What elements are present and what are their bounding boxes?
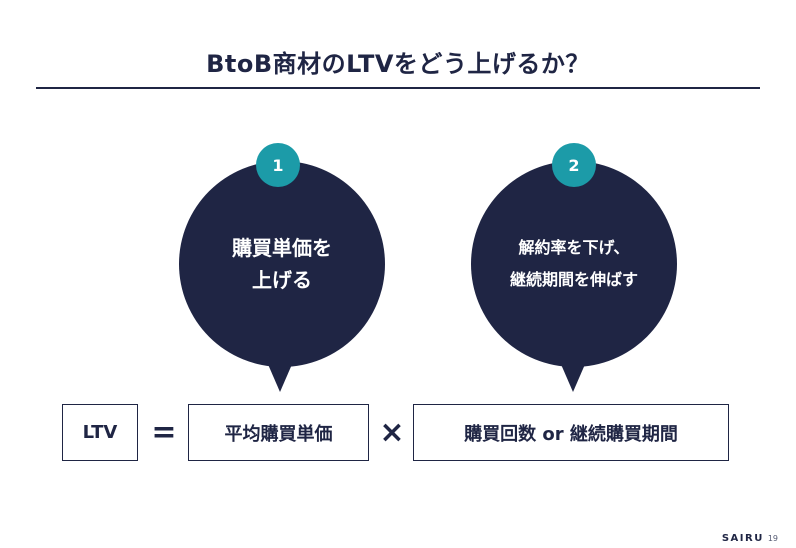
speech-bubble-2-tail bbox=[560, 362, 586, 392]
speech-bubble-1: 購買単価を 上げる bbox=[179, 161, 385, 367]
slide-footer: SAIRU 19 bbox=[722, 533, 778, 544]
number-badge-2: 2 bbox=[552, 143, 596, 187]
title-divider bbox=[36, 87, 760, 89]
brand-logo: SAIRU bbox=[721, 533, 764, 544]
formula-frequency-box: 購買回数 or 継続購買期間 bbox=[413, 404, 729, 461]
formula-ltv-box: LTV bbox=[62, 404, 138, 461]
equals-sign: = bbox=[151, 415, 177, 450]
speech-bubble-2: 解約率を下げ、 継続期間を伸ばす bbox=[471, 161, 677, 367]
speech-bubble-1-tail bbox=[267, 362, 293, 392]
bubble-2-text: 解約率を下げ、 継続期間を伸ばす bbox=[509, 238, 638, 289]
slide-title: BtoB商材のLTVをどう上げるか？ bbox=[206, 50, 590, 78]
formula-unit-price-box: 平均購買単価 bbox=[188, 404, 369, 461]
multiply-sign: × bbox=[379, 415, 405, 450]
bubble-1-text: 購買単価を 上げる bbox=[232, 236, 332, 292]
number-badge-1: 1 bbox=[256, 143, 300, 187]
page-number: 19 bbox=[767, 534, 778, 543]
